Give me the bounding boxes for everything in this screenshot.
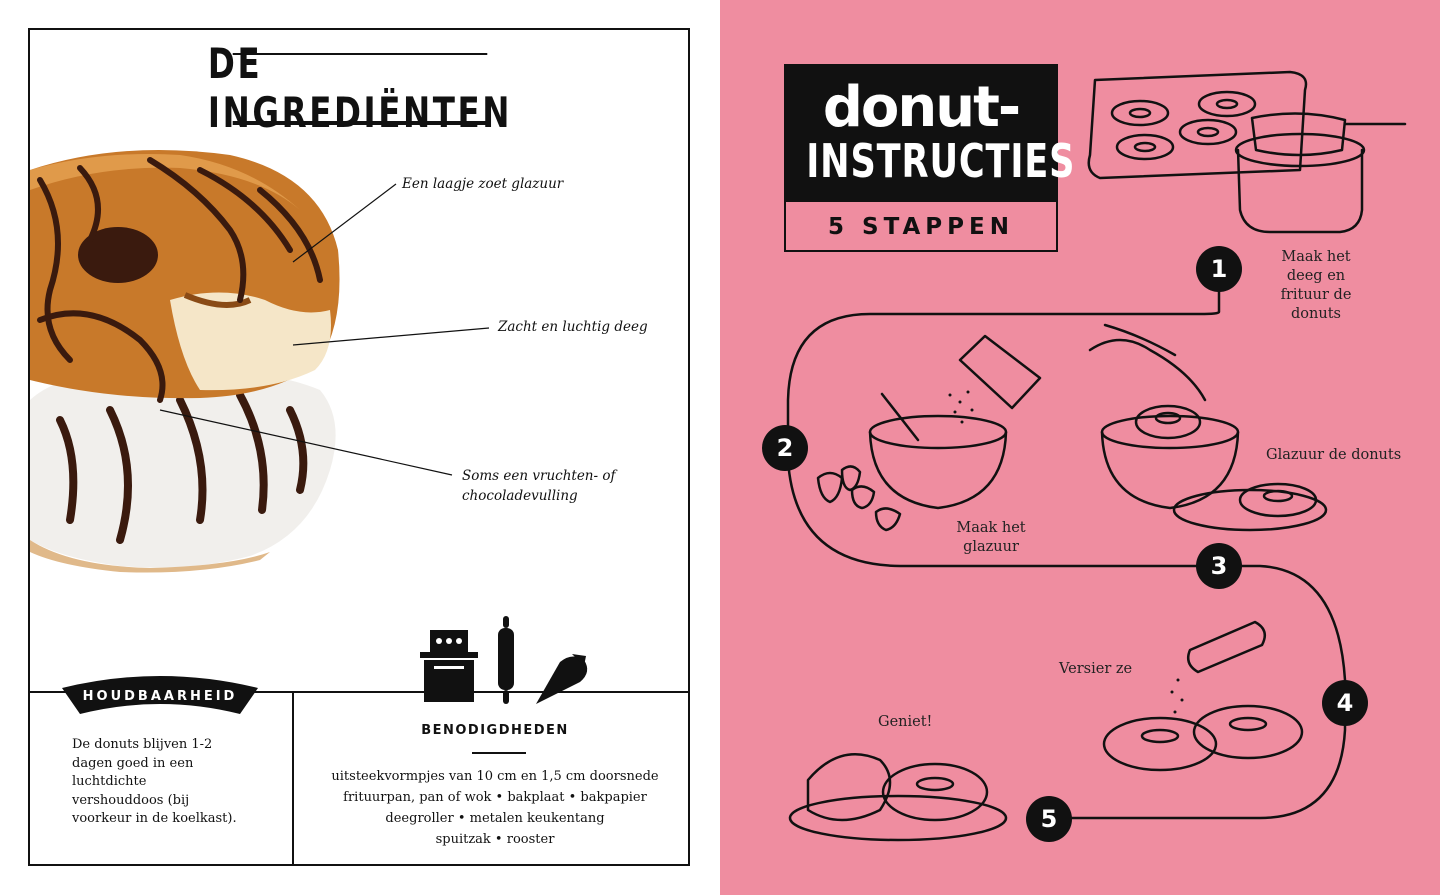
- donut-icon: [1102, 716, 1218, 772]
- supplies-icons: [420, 616, 588, 704]
- shelf-life-text: De donuts blijven 1-2 dagen goed in een …: [72, 737, 237, 826]
- hand-icon: [1088, 338, 1207, 402]
- donut-photo: [30, 150, 490, 573]
- step-label: Maak het deeg en frituur de donuts: [1280, 249, 1352, 322]
- serving-plate-icon: [788, 794, 1008, 842]
- annotation-dough: Zacht en luchtig deeg: [498, 319, 648, 335]
- sugar-shaker-icon: [958, 334, 1042, 410]
- rolling-pin-icon: [498, 616, 514, 704]
- supplies-list: uitsteekvormpjes van 10 cm en 1,5 cm doo…: [310, 766, 680, 850]
- step-number: 3: [1196, 543, 1242, 589]
- supplies-line: spuitzak • rooster: [435, 832, 555, 847]
- step-number: 1: [1196, 246, 1242, 292]
- brand-steps-count: 5 STAPPEN: [828, 214, 1014, 240]
- supplies-rule: [472, 752, 526, 754]
- shelf-life-banner: HOUDBAARHEID: [62, 676, 258, 714]
- piping-bag-icon: [536, 654, 588, 704]
- baking-tray-icon: [1087, 70, 1308, 180]
- shelf-life-title: HOUDBAARHEID: [83, 689, 238, 704]
- supplies-line: deegroller • metalen keukentang: [385, 811, 605, 826]
- mixing-bowl-icon: [868, 414, 1008, 450]
- ingredients-page: DE INGREDIËNTEN Een laagje zoet glazuur …: [28, 28, 690, 866]
- step-number: 2: [762, 425, 808, 471]
- route-line: [1070, 564, 1347, 820]
- annotation-filling: Soms een vruchten- of chocoladevulling: [462, 468, 616, 504]
- sprinkle-shaker-icon: [1187, 620, 1267, 674]
- strawberry-icon: [816, 471, 844, 504]
- page-frame: [28, 28, 690, 866]
- supplies-title: BENODIGDHEDEN: [421, 723, 569, 738]
- route-line: [786, 288, 1221, 568]
- fryer-icon: [420, 630, 478, 702]
- fryer-pot-icon: [1236, 148, 1364, 234]
- annotation-glaze: Een laagje zoet glazuur: [402, 176, 564, 192]
- instructions-brand-box: donut- INSTRUCTIES 5 STAPPEN: [784, 64, 1076, 252]
- step-label: Geniet!: [878, 714, 933, 730]
- step-number: 4: [1322, 680, 1368, 726]
- brand-title-mid: INSTRUCTIES: [806, 134, 1076, 188]
- brand-title-block: donut- INSTRUCTIES: [786, 66, 1076, 202]
- step-label: Maak het glazuur: [956, 520, 1026, 555]
- supplies-line: uitsteekvormpjes van 10 cm en 1,5 cm doo…: [331, 769, 659, 784]
- section-divider: [28, 691, 690, 693]
- brand-title-top: donut-: [822, 75, 1021, 140]
- supplies-line: frituurpan, pan of wok • bakplaat • bakp…: [343, 790, 647, 805]
- column-divider: [292, 691, 294, 866]
- step-label: Glazuur de donuts: [1266, 447, 1402, 463]
- step-number: 5: [1026, 796, 1072, 842]
- step-label: Versier ze: [1059, 661, 1133, 677]
- glaze-bowl-icon: [1100, 414, 1240, 450]
